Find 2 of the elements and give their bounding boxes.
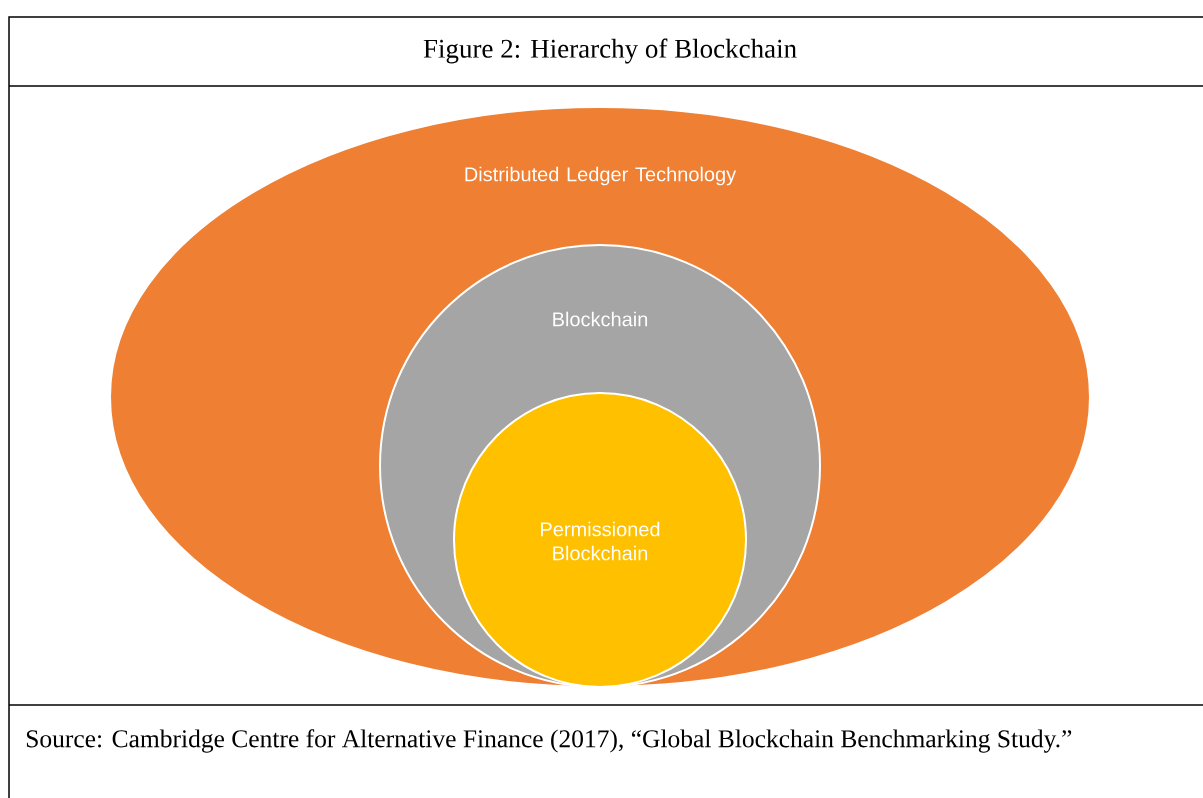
source-note: Source: Cambridge Centre for Alternative Finance (2017), “Global Blockchain Benchmarking Study.” <box>26 729 1072 753</box>
figure-title: Figure 2: Hierarchy of Blockchain <box>423 38 797 64</box>
